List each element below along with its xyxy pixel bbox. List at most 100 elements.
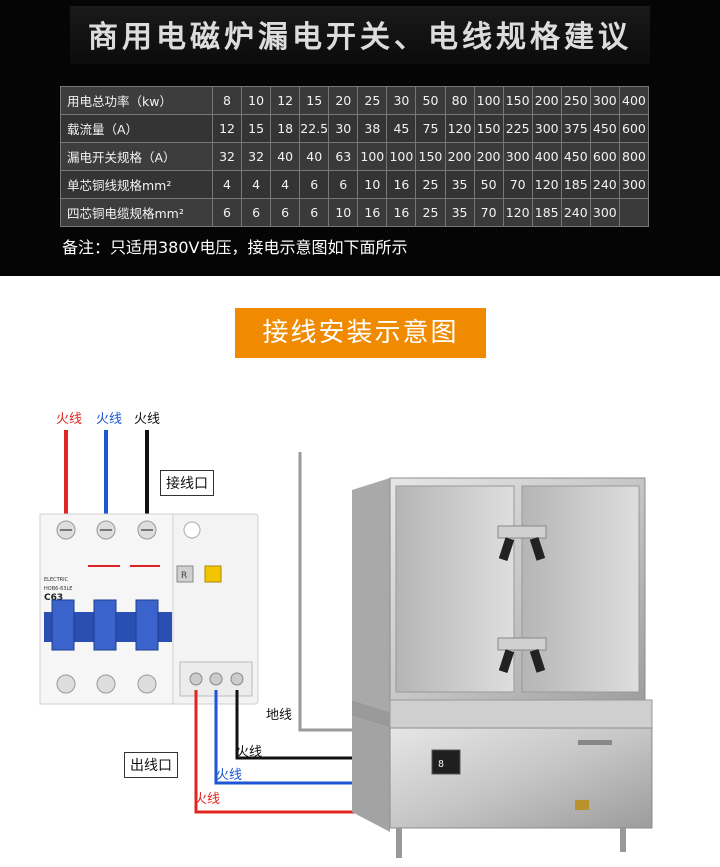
wire-label-blue-bottom: 火线 — [216, 768, 243, 783]
title-band — [70, 6, 650, 64]
spec-cell: 250 — [560, 86, 591, 115]
spec-cell: 300 — [589, 198, 620, 227]
spec-cell: 6 — [328, 170, 359, 199]
spec-cell: 70 — [473, 198, 504, 227]
spec-cell: 75 — [415, 114, 446, 143]
spec-cell: 185 — [531, 198, 562, 227]
wire-label-black-top: 火线 — [134, 412, 161, 427]
spec-cell: 16 — [357, 198, 388, 227]
spec-cell: 25 — [357, 86, 388, 115]
ground-wire — [298, 452, 366, 732]
spec-cell: 4 — [270, 170, 301, 199]
spec-cell: 120 — [531, 170, 562, 199]
breaker-model: HOB6-63LE — [44, 586, 72, 592]
spec-cell: 12 — [211, 114, 243, 143]
spec-cell: 800 — [618, 142, 650, 171]
svg-text:R: R — [181, 571, 187, 581]
spec-cell: 12 — [270, 86, 301, 115]
row-header: 用电总功率（kw） — [60, 86, 213, 115]
spec-cell: 300 — [531, 114, 562, 143]
spec-cell: 32 — [211, 142, 243, 171]
spec-cell: 10 — [241, 86, 272, 115]
spec-cell: 600 — [589, 142, 620, 171]
diagram-title-badge: 接线安装示意图 — [235, 308, 486, 358]
steam-cabinet: 8 — [352, 477, 653, 858]
spec-cell: 120 — [444, 114, 475, 143]
spec-cell: 200 — [531, 86, 562, 115]
spec-cell: 240 — [589, 170, 620, 199]
breaker-rating: C63 — [44, 593, 63, 603]
leakage-breaker: ELECTRIC HOB6-63LE C63 R — [39, 513, 259, 705]
spec-cell: 40 — [270, 142, 301, 171]
spec-cell: 450 — [589, 114, 620, 143]
spec-cell: 185 — [560, 170, 591, 199]
page-title: 商用电磁炉漏电开关、电线规格建议 — [88, 20, 632, 55]
spec-cell: 200 — [444, 142, 475, 171]
spec-cell: 375 — [560, 114, 591, 143]
wire-label-red-bottom: 火线 — [194, 792, 221, 807]
spec-cell: 18 — [270, 114, 301, 143]
spec-cell: 25 — [415, 170, 446, 199]
spec-cell: 150 — [473, 114, 504, 143]
spec-cell: 400 — [618, 86, 650, 115]
row-header: 单芯铜线规格mm² — [60, 170, 213, 199]
spec-cell: 6 — [299, 170, 330, 199]
spec-cell: 45 — [386, 114, 417, 143]
spec-cell — [618, 198, 650, 227]
spec-cell: 32 — [241, 142, 272, 171]
spec-cell: 16 — [386, 198, 417, 227]
red-wire-bottom — [194, 690, 366, 814]
spec-cell: 20 — [328, 86, 359, 115]
spec-cell: 35 — [444, 198, 475, 227]
spec-cell: 100 — [473, 86, 504, 115]
spec-cell: 6 — [241, 198, 272, 227]
spec-cell: 400 — [531, 142, 562, 171]
spec-cell: 38 — [357, 114, 388, 143]
breaker-brand: ELECTRIC — [44, 577, 69, 583]
spec-cell: 600 — [618, 114, 650, 143]
spec-cell: 63 — [328, 142, 359, 171]
spec-cell: 25 — [415, 198, 446, 227]
spec-cell: 16 — [386, 170, 417, 199]
spec-cell: 100 — [357, 142, 388, 171]
spec-cell: 50 — [415, 86, 446, 115]
spec-cell: 50 — [473, 170, 504, 199]
row-header: 载流量（A） — [60, 114, 213, 143]
spec-cell: 6 — [299, 198, 330, 227]
spec-cell: 300 — [618, 170, 650, 199]
spec-cell: 100 — [386, 142, 417, 171]
spec-cell: 15 — [241, 114, 272, 143]
spec-cell: 40 — [299, 142, 330, 171]
spec-cell: 120 — [502, 198, 533, 227]
wire-label-red-top: 火线 — [56, 412, 83, 427]
spec-cell: 450 — [560, 142, 591, 171]
spec-cell: 6 — [211, 198, 243, 227]
spec-cell: 80 — [444, 86, 475, 115]
spec-cell: 150 — [415, 142, 446, 171]
spec-cell: 10 — [328, 198, 359, 227]
ground-label: 地线 — [266, 708, 293, 723]
spec-cell: 30 — [328, 114, 359, 143]
wiring-diagram: ELECTRIC HOB6-63LE C63 R — [39, 430, 653, 858]
wire-label-black-bottom: 火线 — [236, 745, 263, 760]
spec-cell: 22.5 — [299, 114, 330, 143]
spec-cell: 200 — [473, 142, 504, 171]
spec-cell: 6 — [270, 198, 301, 227]
spec-cell: 15 — [299, 86, 330, 115]
spec-cell: 10 — [357, 170, 388, 199]
input-port-label: 接线口 — [160, 470, 214, 496]
spec-cell: 4 — [241, 170, 272, 199]
note-text: 备注：只适用380V电压，接电示意图如下面所示 — [62, 238, 408, 257]
spec-cell: 225 — [502, 114, 533, 143]
spec-cell: 240 — [560, 198, 591, 227]
wire-label-blue-top: 火线 — [96, 412, 123, 427]
spec-cell: 35 — [444, 170, 475, 199]
row-header: 四芯铜电缆规格mm² — [60, 198, 213, 227]
spec-cell: 4 — [211, 170, 243, 199]
